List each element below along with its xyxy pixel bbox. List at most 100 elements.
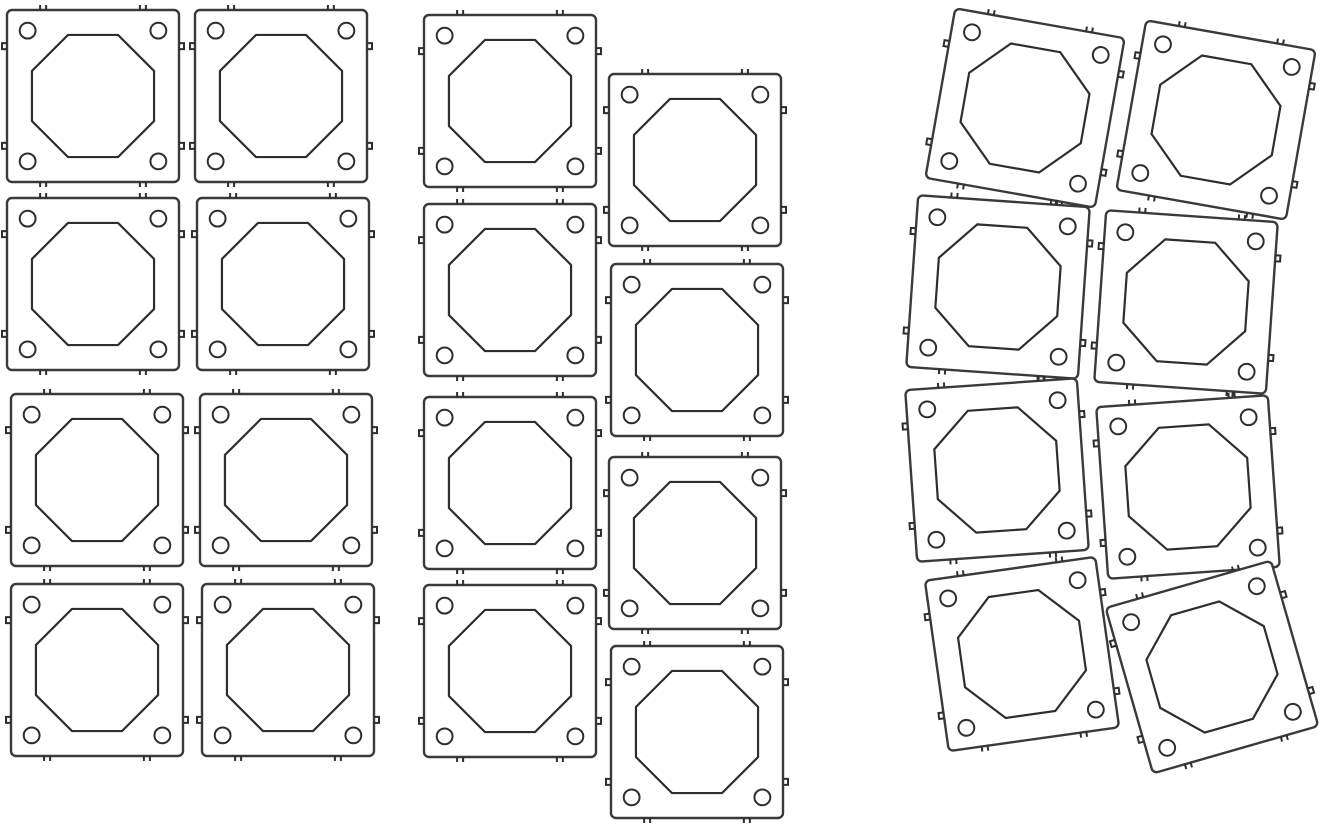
- tile-notch: [596, 528, 602, 537]
- tile-notch: [196, 616, 202, 625]
- tile-octagon: [959, 42, 1091, 174]
- tile-notch: [1085, 509, 1093, 518]
- tile-notch: [456, 569, 465, 574]
- tile: [5, 389, 189, 571]
- tile: [5, 579, 189, 761]
- tile-notch: [1279, 589, 1288, 600]
- tile-notch: [742, 259, 751, 264]
- tile-notch: [179, 141, 185, 150]
- tile-hole: [1116, 223, 1135, 242]
- tile-frame: [1105, 560, 1319, 774]
- tile-hole: [1158, 738, 1177, 757]
- tile-octagon: [220, 221, 346, 347]
- tile-notch: [783, 395, 789, 404]
- tile-notch: [783, 678, 789, 687]
- tile-notch: [372, 426, 378, 435]
- tile-frame: [1093, 209, 1279, 395]
- tile-notch: [643, 436, 652, 441]
- tile-hole: [1057, 521, 1076, 540]
- tile-notch: [986, 9, 996, 16]
- tile-hole: [153, 405, 172, 424]
- tile-notch: [1036, 375, 1045, 382]
- tile-notch: [1270, 426, 1277, 436]
- tile-notch: [937, 711, 945, 721]
- tile-notch: [1307, 685, 1316, 696]
- tile-notch: [949, 558, 958, 565]
- tile-hole: [753, 275, 772, 294]
- tile-notch: [1079, 409, 1086, 419]
- tile-notch: [369, 230, 375, 239]
- tile-notch: [641, 452, 650, 457]
- tile-octagon: [223, 417, 349, 543]
- tile-hole: [18, 21, 37, 40]
- tile-hole: [940, 152, 959, 170]
- tile-notch: [456, 757, 465, 762]
- tile: [902, 192, 1094, 382]
- tile-notch: [142, 756, 151, 761]
- tile-hole: [751, 599, 770, 618]
- tile-notch: [596, 429, 602, 438]
- tile-notch: [183, 616, 189, 625]
- tile-octagon: [34, 607, 160, 733]
- tile-notch: [183, 426, 189, 435]
- tile-hole: [153, 595, 172, 614]
- tile: [1105, 560, 1319, 774]
- tile-notch: [227, 182, 236, 187]
- tile-notch: [1, 329, 7, 338]
- tile-octagon: [225, 607, 351, 733]
- tile: [1, 193, 185, 375]
- tile-notch: [555, 392, 564, 397]
- tile-notch: [191, 329, 197, 338]
- tile-hole: [22, 536, 41, 555]
- tile-notch: [781, 106, 787, 115]
- tile-notch: [901, 422, 909, 431]
- tile-notch: [328, 193, 337, 198]
- tile-notch: [138, 182, 147, 187]
- tile-notch: [418, 716, 424, 725]
- tile-hole: [1048, 391, 1067, 410]
- tile-hole: [1283, 702, 1302, 721]
- tile-hole: [622, 788, 641, 807]
- tile-notch: [189, 141, 195, 150]
- tile-notch: [740, 246, 749, 251]
- tile: [605, 641, 789, 823]
- tile-group-offset-column-arrangement: [418, 10, 789, 823]
- tile-notch: [331, 389, 340, 394]
- tile-hole: [566, 26, 585, 45]
- tile-notch: [1291, 180, 1299, 190]
- tile-hole: [435, 727, 454, 746]
- tile-hole: [753, 657, 772, 676]
- tile-notch: [456, 580, 465, 585]
- tile-notch: [43, 579, 52, 584]
- tile-hole: [1239, 408, 1258, 427]
- tile-notch: [1, 42, 7, 51]
- tile-notch: [1108, 638, 1117, 649]
- tile-notch: [783, 777, 789, 786]
- tile-hole: [1058, 217, 1077, 236]
- tile-notch: [191, 230, 197, 239]
- tile-octagon: [934, 223, 1062, 351]
- tile-hole: [18, 152, 37, 171]
- tile-octagon: [30, 221, 156, 347]
- tile-notch: [955, 570, 965, 577]
- tile-octagon: [1145, 600, 1279, 734]
- tile-notch: [331, 566, 340, 571]
- tile-notch: [1225, 390, 1234, 397]
- tile-notch: [1054, 556, 1064, 563]
- tile-notch: [1092, 439, 1100, 448]
- tile-notch: [5, 426, 11, 435]
- tile-notch: [138, 5, 147, 10]
- tile-notch: [333, 579, 342, 584]
- tile-notch: [456, 199, 465, 204]
- tile-notch: [942, 38, 950, 48]
- tile-notch: [1099, 538, 1106, 548]
- tile-hole: [344, 726, 363, 745]
- tile-hole: [957, 718, 976, 737]
- tile-hole: [435, 215, 454, 234]
- tile-hole: [1248, 538, 1267, 557]
- tile-hole: [751, 85, 770, 104]
- tile: [418, 199, 602, 381]
- tile-notch: [138, 370, 147, 375]
- tile-octagon: [956, 588, 1088, 720]
